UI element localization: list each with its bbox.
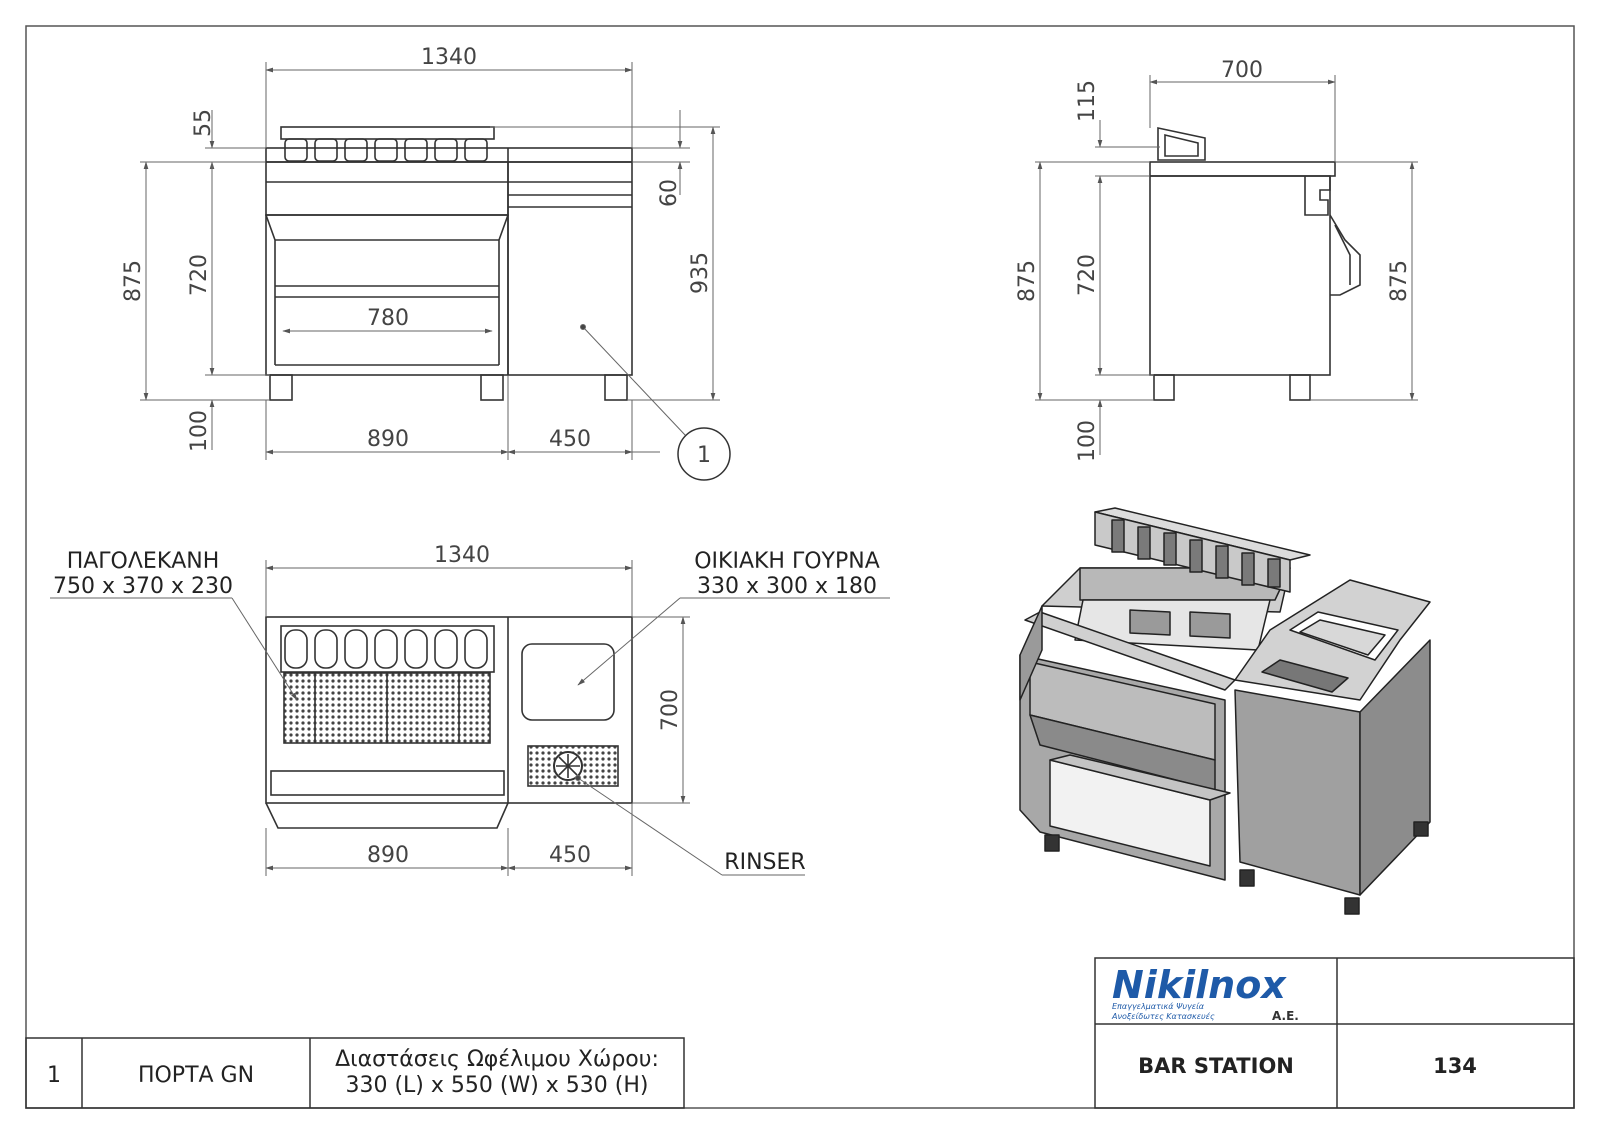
side-foot — [1153, 374, 1175, 401]
logo: Nikilnox A.E. Επαγγελματικά Ψυγεία Ανοξε… — [1111, 963, 1299, 1023]
legend-item: ΠΟΡΤΑ GN — [138, 1063, 254, 1088]
legend-number: 1 — [47, 1063, 61, 1088]
dim-875-side-left: 875 — [1015, 260, 1040, 302]
front-dims — [140, 62, 731, 481]
sink — [521, 643, 615, 721]
dim-720-side: 720 — [1075, 254, 1100, 296]
side-worktop — [1149, 161, 1336, 177]
side-body — [1149, 175, 1331, 376]
ice-bin-label: ΠΑΓΟΛΕΚΑΝΗ — [67, 549, 220, 574]
front-foot — [269, 374, 293, 401]
callout-1-circle — [677, 427, 731, 481]
dim-780: 780 — [367, 306, 409, 331]
front-door — [507, 161, 633, 376]
dim-700-side: 700 — [1221, 58, 1263, 83]
front-foot — [480, 374, 504, 401]
side-foot — [1289, 374, 1311, 401]
top-view — [265, 616, 633, 829]
ice-bin-dims: 750 x 370 x 230 — [53, 574, 233, 599]
callout-1-label: 1 — [697, 443, 711, 468]
legend-desc-line2: 330 (L) x 550 (W) x 530 (H) — [345, 1073, 648, 1098]
title-block — [1094, 957, 1575, 1109]
front-rack-cups — [284, 138, 488, 162]
dim-100-front: 100 — [187, 410, 212, 452]
side-dims — [1035, 75, 1418, 455]
product-code: 134 — [1433, 1054, 1477, 1078]
logo-tagline-1: Επαγγελματικά Ψυγεία — [1112, 1002, 1205, 1011]
dim-935: 935 — [688, 252, 713, 294]
front-dim-labels: 1340 55 875 720 60 935 780 100 890 450 1 — [121, 45, 713, 468]
dim-450-top: 450 — [549, 843, 591, 868]
logo-tagline-2: Ανοξείδωτες Κατασκευές — [1111, 1011, 1215, 1021]
dim-890-front: 890 — [367, 427, 409, 452]
top-rack — [280, 625, 495, 673]
dim-875-side-right: 875 — [1387, 260, 1412, 302]
dim-1340-front: 1340 — [421, 45, 477, 70]
legend-desc-line1: Διαστάσεις Ωφέλιμου Χώρου: — [335, 1047, 659, 1072]
dim-100-side: 100 — [1075, 420, 1100, 462]
top-rack-cups — [284, 629, 488, 669]
dim-55: 55 — [191, 109, 216, 137]
product-name: BAR STATION — [1138, 1054, 1294, 1078]
dim-875-front: 875 — [121, 260, 146, 302]
dim-450-front: 450 — [549, 427, 591, 452]
dim-720-front: 720 — [187, 254, 212, 296]
dim-60: 60 — [657, 179, 682, 207]
front-worktop — [265, 147, 633, 163]
front-view — [265, 126, 633, 401]
top-outline — [265, 616, 633, 804]
sink-label: ΟΙΚΙΑΚΗ ΓΟΥΡΝΑ — [694, 549, 880, 574]
rinser-label: RINSER — [724, 850, 805, 875]
sheet-border — [25, 25, 1575, 1109]
top-dim-labels: 1340 ΠΑΓΟΛΕΚΑΝΗ 750 x 370 x 230 ΟΙΚΙΑΚΗ … — [53, 543, 880, 875]
side-rack — [1157, 127, 1206, 161]
legend-table — [25, 1037, 685, 1109]
dim-1340-top: 1340 — [434, 543, 490, 568]
isometric-view — [1019, 507, 1431, 915]
sink-dims: 330 x 300 x 180 — [697, 574, 877, 599]
front-foot — [604, 374, 628, 401]
logo-suffix: A.E. — [1272, 1009, 1299, 1023]
dim-700-top: 700 — [658, 689, 683, 731]
front-left-cabinet — [265, 214, 509, 376]
side-dim-labels: 700 115 875 720 875 100 — [1015, 58, 1412, 462]
dim-890-top: 890 — [367, 843, 409, 868]
top-dims — [50, 560, 890, 876]
front-rack — [280, 126, 495, 140]
dim-115: 115 — [1075, 80, 1100, 122]
side-view — [1149, 127, 1361, 401]
legend-text: 1 ΠΟΡΤΑ GN Διαστάσεις Ωφέλιμου Χώρου: 33… — [47, 1047, 659, 1098]
logo-text: Nikilnox — [1112, 963, 1287, 1007]
